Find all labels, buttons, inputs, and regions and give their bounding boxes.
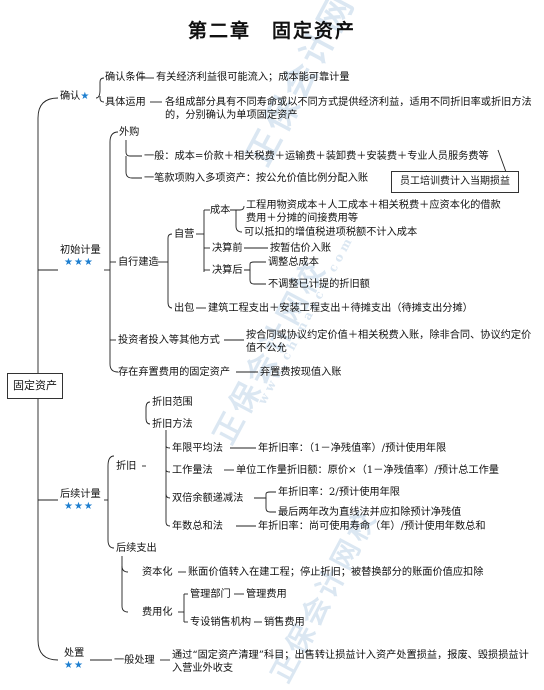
self-built-pre-label: 决算前: [212, 243, 243, 254]
dep-ddb-label: 双倍余额递减法: [172, 493, 244, 504]
dep-sl-text: 年折旧率：（1－净残值率）/预计使用年限: [258, 443, 447, 454]
dep-label: 折旧: [116, 461, 137, 472]
exp-mgmt-label: 管理部门: [190, 589, 231, 600]
self-built-pre-text: 按暂估价入账: [270, 243, 332, 254]
retire-text: 弃置费按现值入账: [260, 367, 342, 378]
recognition-application-label: 具体运用: [105, 97, 146, 108]
purchase-general: 一般：成本=价款＋相关税费＋运输费＋装卸费＋安装费＋专业人员服务费等: [144, 151, 489, 162]
investor-label: 投资者投入等其他方式: [118, 335, 220, 346]
purchase-note-box: 员工培训费计入当期损益: [391, 171, 519, 193]
self-built-contract-text: 建筑工程支出＋安装工程支出＋待摊支出（待摊支出分摊）: [208, 303, 473, 314]
self-built-post-adjust: 调整总成本: [268, 257, 319, 268]
self-built-cost-label: 成本: [210, 205, 231, 216]
dep-wl-text: 单位工作量折旧额：原价×（1－净残值率）/预计总工作量: [236, 465, 499, 476]
self-built-label: 自行建造: [118, 257, 159, 268]
exp-expense-label: 费用化: [142, 607, 173, 618]
section-label: 确认: [60, 91, 81, 102]
dep-ddb-text1: 年折旧率：2/预计使用年限: [278, 487, 400, 498]
dep-wl-label: 工作量法: [172, 465, 213, 476]
section-subsequent-label: 后续计量: [60, 489, 101, 500]
exp-mgmt-text: 管理费用: [246, 589, 287, 600]
page-title: 第二章 固定资产: [187, 20, 356, 42]
disposal-text: 通过“固定资产清理”科目；出售转让损益计入资产处置损益，报废、毁损损益计入营业外…: [172, 650, 529, 674]
section-initial-label: 初始计量: [60, 245, 101, 256]
self-built-own-label: 自营: [174, 229, 195, 240]
self-built-cost-vat: 可以抵扣的增值税进项税额不计入成本: [244, 227, 418, 238]
star-rating: ★: [80, 91, 91, 102]
self-built-contract-label: 出包: [174, 303, 195, 314]
recognition-conditions-label: 确认条件: [105, 72, 146, 83]
root-node: 固定资产: [7, 373, 63, 399]
dep-scope: 折旧范围: [152, 397, 193, 408]
section-recognition: 确认★: [60, 90, 90, 103]
exp-cap-text: 账面价值转入在建工程；停止折旧；被替换部分的账面价值应扣除: [188, 567, 484, 578]
self-built-cost-text: 工程用物资成本＋人工成本＋相关税费＋应资本化的借款费用＋分摊的间接费用等: [246, 200, 501, 224]
purchase-bundle: 一笔款项购入多项资产：按公允价值比例分配入账: [144, 173, 369, 184]
section-disposal-label: 处置: [64, 648, 85, 659]
recognition-application-text: 各组成部分具有不同寿命或以不同方式提供经济利益，适用不同折旧率或折旧方法的，分别…: [165, 97, 532, 121]
exp-sales-text: 销售费用: [264, 617, 305, 628]
purchase-label: 外购: [119, 127, 140, 138]
recognition-conditions-text: 有关经济利益很可能流入；成本能可靠计量: [156, 72, 350, 83]
exp-cap-label: 资本化: [142, 567, 173, 578]
exp-sales-label: 专设销售机构: [190, 617, 252, 628]
self-built-post-label: 决算后: [212, 265, 243, 276]
disposal-general-label: 一般处理: [114, 655, 155, 666]
dep-syd-label: 年数总和法: [172, 521, 223, 532]
star-rating: ★★: [64, 660, 84, 671]
self-built-post-no: 不调整已计提的折旧额: [268, 279, 370, 290]
exp-label: 后续支出: [116, 543, 157, 554]
dep-methods: 折旧方法: [152, 419, 193, 430]
star-rating: ★★★: [64, 501, 94, 512]
dep-sl-label: 年限平均法: [172, 443, 223, 454]
retire-label: 存在弃置费用的固定资产: [118, 367, 231, 378]
star-rating: ★★★: [64, 257, 94, 268]
dep-syd-text: 年折旧率：尚可使用寿命（年）/预计使用年数总和: [258, 521, 486, 532]
investor-text: 按合同或协议约定价值＋相关税费入账，除非合同、协议约定价值不公允: [246, 330, 532, 354]
dep-ddb-text2: 最后两年改为直线法并应扣除预计净残值: [278, 507, 462, 518]
